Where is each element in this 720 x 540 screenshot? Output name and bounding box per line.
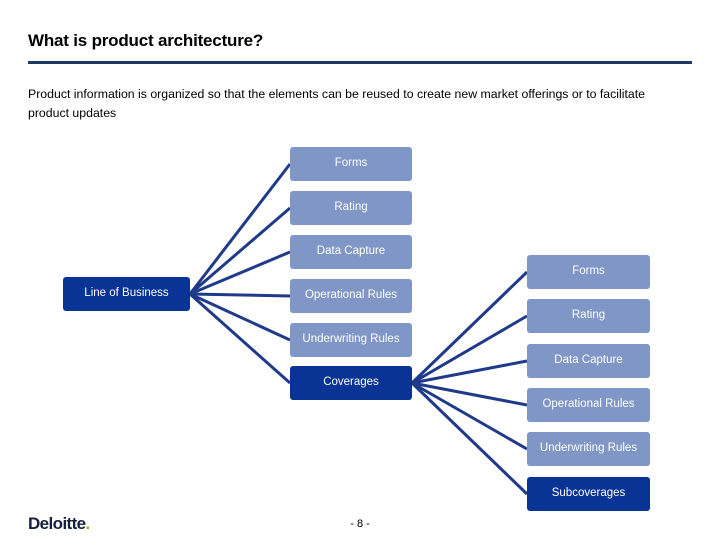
node-mid-rating[interactable]: Rating: [290, 191, 412, 225]
node-right-operational-rules[interactable]: Operational Rules: [527, 388, 650, 422]
node-right-subcoverages[interactable]: Subcoverages: [527, 477, 650, 511]
node-right-rating[interactable]: Rating: [527, 299, 650, 333]
page-number: - 8 -: [350, 518, 370, 530]
logo-dot: .: [85, 514, 91, 533]
node-right-forms[interactable]: Forms: [527, 255, 650, 289]
node-line-of-business[interactable]: Line of Business: [63, 277, 190, 311]
node-mid-coverages[interactable]: Coverages: [290, 366, 412, 400]
logo-wordmark: Deloitte: [28, 514, 86, 533]
node-mid-forms[interactable]: Forms: [290, 147, 412, 181]
node-mid-underwriting-rules[interactable]: Underwriting Rules: [290, 323, 412, 357]
node-right-data-capture[interactable]: Data Capture: [527, 344, 650, 378]
node-mid-data-capture[interactable]: Data Capture: [290, 235, 412, 269]
title-divider: [28, 61, 692, 64]
deloitte-logo: Deloitte.: [28, 514, 90, 534]
page-title: What is product architecture?: [28, 31, 264, 50]
node-right-underwriting-rules[interactable]: Underwriting Rules: [527, 432, 650, 466]
node-mid-operational-rules[interactable]: Operational Rules: [290, 279, 412, 313]
body-paragraph: Product information is organized so that…: [28, 87, 645, 120]
